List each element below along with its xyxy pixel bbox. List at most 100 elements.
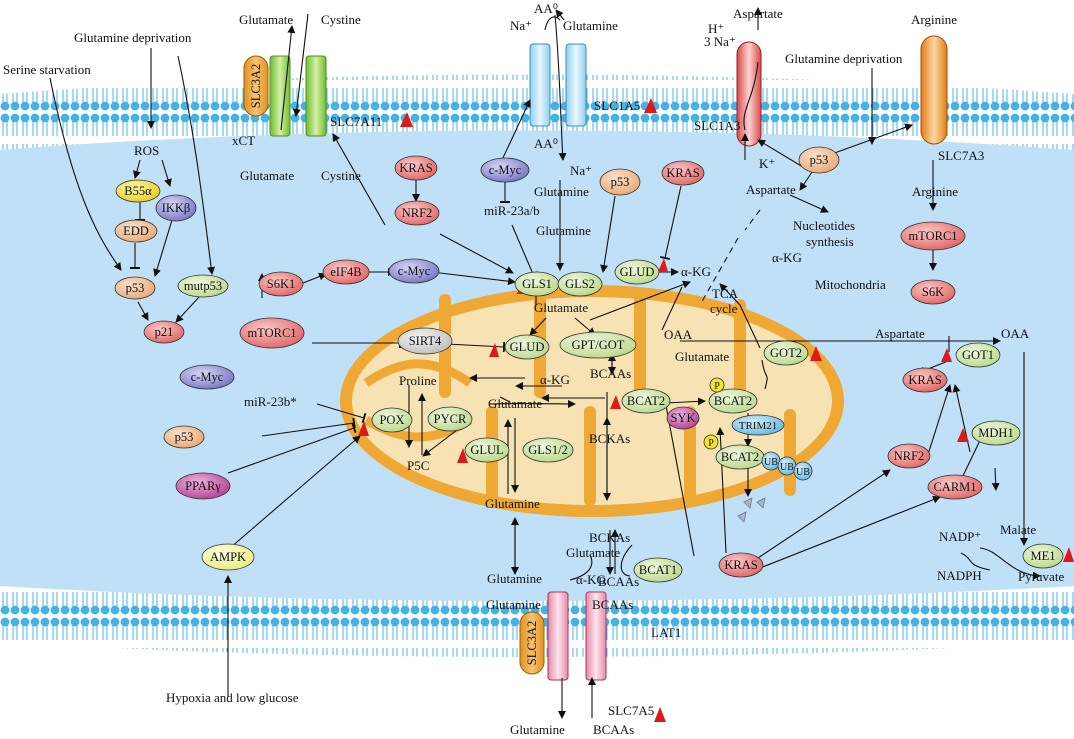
- svg-text:p53: p53: [126, 281, 145, 295]
- akg-mito-top: α-KG: [681, 264, 711, 279]
- mir23ab-label: miR-23a/b: [484, 203, 540, 218]
- node-mtorc1-left: mTORC1: [239, 317, 305, 349]
- svg-text:IKKβ: IKKβ: [162, 201, 191, 215]
- tca-line1: TCA: [712, 286, 739, 301]
- glutamate-mito-mid: Glutamate: [488, 396, 542, 411]
- node-bcat2-a: BCAT2: [621, 388, 671, 414]
- svg-text:KRAS: KRAS: [666, 166, 699, 180]
- svg-text:PYCR: PYCR: [434, 412, 467, 426]
- svg-text:P: P: [714, 381, 720, 392]
- node-ub1: UB: [761, 451, 781, 471]
- slc1a5-transporter: [529, 43, 587, 127]
- node-sirt4: SIRT4: [397, 327, 453, 355]
- node-s6k1: S6K1: [258, 271, 304, 297]
- hypoxia-label: Hypoxia and low glucose: [166, 690, 299, 705]
- svg-text:KRAS: KRAS: [908, 373, 941, 387]
- node-glul: GLUL: [464, 437, 510, 463]
- slc7a11-label: SLC7A11: [330, 114, 382, 129]
- svg-text:GOT1: GOT1: [962, 348, 994, 362]
- node-syk: SYK: [666, 406, 700, 430]
- slc1a3-h-ion: H⁺: [708, 21, 724, 36]
- node-kras-top: KRAS: [394, 155, 438, 181]
- node-bcat1: BCAT1: [633, 557, 683, 583]
- lat1-complex-label: LAT1: [651, 625, 681, 640]
- lat1-carrier-label: SLC3A2: [525, 621, 539, 665]
- node-p1: P: [709, 377, 725, 393]
- node-b55a: B55α: [115, 179, 161, 203]
- malate-label: Malate: [1000, 522, 1036, 537]
- akg-mito-mid: α-KG: [540, 372, 570, 387]
- svg-text:B55α: B55α: [124, 184, 152, 198]
- oaa-right: OAA: [1001, 326, 1030, 341]
- svg-text:UB: UB: [764, 457, 778, 468]
- node-ikkb: IKKβ: [155, 194, 197, 222]
- xct-complex-label: xCT: [232, 133, 255, 148]
- slc1a5-label: SLC1A5: [594, 98, 640, 113]
- svg-text:BCAT2: BCAT2: [721, 450, 759, 464]
- node-me1: ME1: [1022, 543, 1064, 569]
- slc1a5-na-bottom: Na⁺: [570, 163, 592, 178]
- node-cmyc-low: c-Myc: [179, 364, 235, 390]
- node-ub3: UB: [793, 461, 813, 481]
- xct-carrier-label: SLC3A2: [249, 64, 263, 108]
- lat1-transporter: SLC3A2: [519, 591, 607, 681]
- xct-glutamate-bottom: Glutamate: [240, 168, 294, 183]
- glutamine-mito: Glutamine: [485, 496, 540, 511]
- svg-text:mTORC1: mTORC1: [247, 326, 296, 340]
- svg-text:ME1: ME1: [1031, 549, 1056, 563]
- svg-text:p53: p53: [175, 430, 194, 444]
- metabolite-labels: Glutamine deprivation Serine starvation …: [3, 30, 1064, 705]
- slc7a5-label: SLC7A5: [608, 703, 654, 718]
- node-p21: p21: [143, 320, 185, 344]
- node-p2: P: [703, 434, 719, 450]
- nucleotides-label-line1: Nucleotides: [793, 218, 855, 233]
- node-nrf2-top: NRF2: [394, 200, 440, 226]
- lat1-glutamine-in: Glutamine: [486, 597, 541, 612]
- svg-text:GOT2: GOT2: [770, 346, 802, 360]
- node-kras-right: KRAS: [902, 367, 948, 393]
- degradation-markers: [737, 497, 766, 523]
- aspartate-right: Aspartate: [875, 326, 925, 341]
- node-trim21: TRIM21: [731, 414, 785, 436]
- node-gls1: GLS1: [514, 271, 560, 297]
- slc1a5-glutamine-bottom: Glutamine: [534, 184, 589, 199]
- svg-text:AMPK: AMPK: [210, 550, 246, 564]
- svg-text:c-Myc: c-Myc: [489, 163, 522, 177]
- node-nrf2-right: NRF2: [887, 443, 931, 469]
- node-pox: POX: [371, 407, 413, 433]
- ros-label: ROS: [134, 143, 159, 158]
- svg-text:GLUL: GLUL: [470, 443, 503, 457]
- node-got2: GOT2: [763, 340, 809, 366]
- proline-label: Proline: [399, 373, 437, 388]
- slc1a3-na-ion: 3 Na⁺: [704, 34, 736, 49]
- svg-text:P: P: [708, 438, 714, 449]
- node-kras-mid: KRAS: [661, 160, 705, 186]
- svg-text:c-Myc: c-Myc: [191, 370, 224, 384]
- node-cmyc-top: c-Myc: [480, 157, 530, 183]
- glutamine-deprivation-right: Glutamine deprivation: [785, 51, 903, 66]
- slc1a3-label: SLC1A3: [694, 118, 740, 133]
- xct-cystine-bottom: Cystine: [321, 168, 361, 183]
- svg-text:mutp53: mutp53: [184, 279, 222, 293]
- svg-text:GLS1: GLS1: [522, 277, 552, 291]
- bcaas-mito: BCAAs: [590, 366, 631, 381]
- node-edd: EDD: [114, 219, 158, 243]
- svg-text:KRAS: KRAS: [724, 558, 757, 572]
- svg-text:mTORC1: mTORC1: [908, 229, 957, 243]
- oaa-mito: OAA: [664, 327, 693, 342]
- bcaas-cytosol: BCAAs: [598, 574, 639, 589]
- lat1-glutamine-out: Glutamine: [510, 722, 565, 737]
- svg-text:MDH1: MDH1: [978, 426, 1013, 440]
- node-gls12: GLS1/2: [522, 437, 574, 463]
- svg-text:GLS1/2: GLS1/2: [528, 443, 568, 457]
- glutamate-mito-top: Glutamate: [534, 300, 588, 315]
- node-p53-low: p53: [163, 425, 205, 449]
- node-gls2: GLS2: [557, 271, 603, 297]
- svg-text:NRF2: NRF2: [894, 449, 925, 463]
- lat1-bcaas-in: BCAAs: [592, 597, 633, 612]
- svg-text:p53: p53: [611, 175, 630, 189]
- glutamine-cytosol: Glutamine: [536, 223, 591, 238]
- svg-text:NRF2: NRF2: [402, 206, 433, 220]
- svg-text:p53: p53: [810, 153, 829, 167]
- svg-text:TRIM21: TRIM21: [739, 420, 778, 432]
